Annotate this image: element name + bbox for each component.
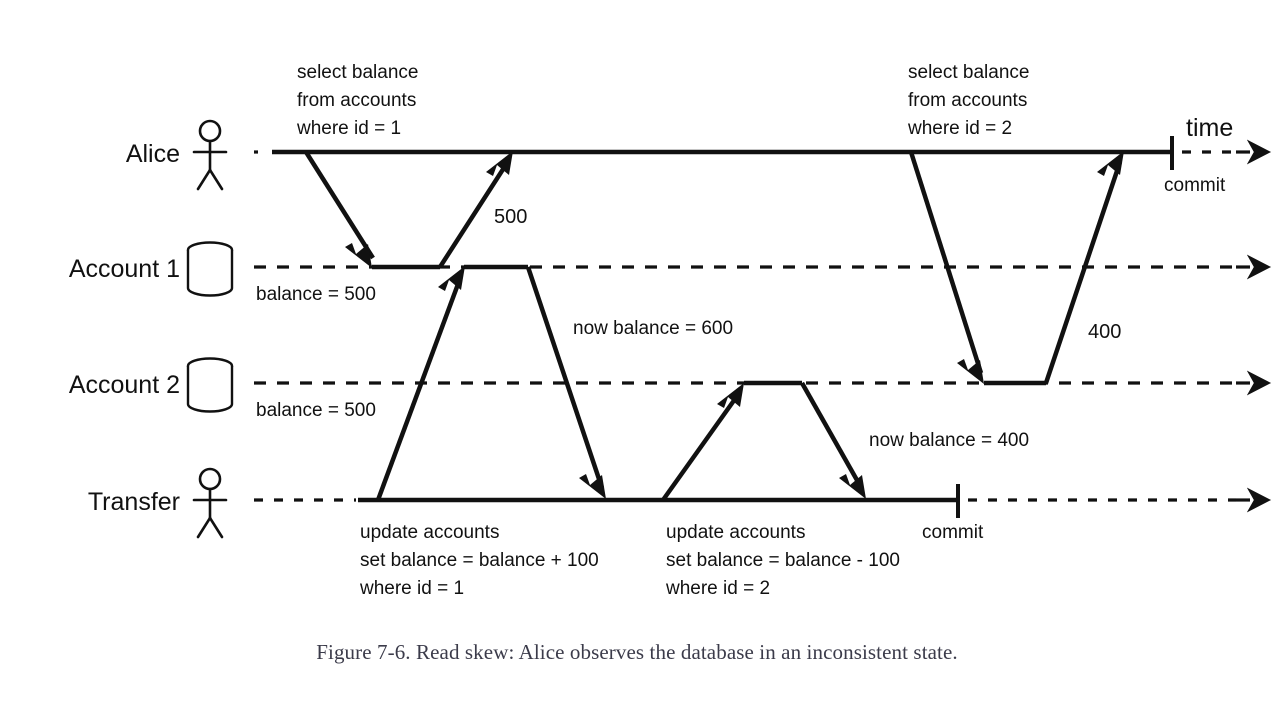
- account2-initial-balance: balance = 500: [256, 400, 376, 421]
- transfer-commit-label: commit: [922, 522, 984, 543]
- account2-ack-transfer-down-line: [800, 381, 864, 491]
- alice-query-1-line-3: where id = 1: [296, 118, 401, 139]
- account1-ack-transfer-arrowhead: [579, 474, 606, 499]
- alice-read-1-value: 500: [494, 206, 527, 228]
- message-alice-read-account1: [304, 150, 375, 268]
- transfer-update-1-line-1: update accounts: [360, 522, 499, 543]
- account1-return-arrowhead: [486, 151, 513, 176]
- lane-label-transfer: Transfer: [88, 488, 180, 516]
- alice-query-1-line-1: select balance: [297, 62, 418, 83]
- account2-return-up-line: [1043, 161, 1123, 384]
- alice-query-2-line-1: select balance: [908, 62, 1029, 83]
- annotation-transfer-update-1: update accounts set balance = balance + …: [359, 522, 599, 599]
- annotation-transfer-update-2: update accounts set balance = balance - …: [665, 522, 900, 599]
- database-icon: [186, 241, 234, 297]
- alice-read-account2-down-line: [908, 151, 984, 374]
- transfer-update-account2-arrowhead: [717, 383, 744, 408]
- message-transfer-update-account1: [375, 266, 465, 501]
- account1-return-up-line: [438, 158, 511, 269]
- alice-commit-label: commit: [1164, 175, 1226, 196]
- message-account2-ack-transfer: now balance = 400: [800, 381, 1029, 499]
- lane-label-account2: Account 2: [69, 371, 180, 399]
- message-alice-read-account2: [908, 151, 984, 384]
- transfer-update-2-line-3: where id = 2: [665, 578, 770, 599]
- account1-after-update-label: now balance = 600: [573, 318, 733, 339]
- account1-ack-transfer-down-line: [525, 266, 605, 489]
- alice-read-2-value: 400: [1088, 321, 1121, 343]
- account2-after-update-label: now balance = 400: [869, 430, 1029, 451]
- message-transfer-update-account2: [661, 383, 744, 502]
- database-icon: [186, 357, 234, 413]
- lane-alice: Alice: [126, 119, 1272, 191]
- account2-return-arrowhead: [1097, 151, 1124, 176]
- transfer-update-account1-arrowhead: [438, 266, 465, 291]
- lane-transfer: Transfer: [88, 467, 1272, 539]
- alice-read-account1-arrowhead: [345, 243, 372, 268]
- alice-read-account2-arrowhead: [957, 359, 984, 384]
- message-account1-ack-transfer: now balance = 600: [525, 266, 733, 499]
- transfer-update-1-line-2: set balance = balance + 100: [360, 550, 599, 571]
- lane-label-alice: Alice: [126, 140, 180, 168]
- annotation-alice-query-1: select balance from accounts where id = …: [296, 62, 418, 139]
- account2-ack-transfer-arrowhead: [839, 474, 866, 499]
- alice-read-account1-down-line: [304, 150, 375, 260]
- transfer-update-account1-up-line: [375, 275, 464, 501]
- transfer-update-1-line-3: where id = 1: [359, 578, 464, 599]
- alice-query-2-line-2: from accounts: [908, 90, 1027, 111]
- figure-caption: Figure 7-6. Read skew: Alice observes th…: [316, 640, 958, 664]
- transfer-update-2-line-1: update accounts: [666, 522, 805, 543]
- alice-query-1-line-2: from accounts: [297, 90, 416, 111]
- person-icon: [192, 119, 228, 191]
- person-icon: [192, 467, 228, 539]
- transfer-update-2-line-2: set balance = balance - 100: [666, 550, 900, 571]
- lane-account2: Account 2: [69, 357, 1272, 413]
- message-account1-return-alice: 500: [438, 151, 527, 269]
- annotation-alice-query-2: select balance from accounts where id = …: [907, 62, 1029, 139]
- lane-label-account1: Account 1: [69, 255, 180, 283]
- transfer-update-account2-up-line: [661, 390, 742, 502]
- alice-query-2-line-3: where id = 2: [907, 118, 1012, 139]
- time-axis-label: time: [1186, 114, 1233, 142]
- lane-account1: Account 1: [69, 241, 1272, 297]
- account1-initial-balance: balance = 500: [256, 284, 376, 305]
- message-account2-return-alice: 400: [1043, 151, 1124, 384]
